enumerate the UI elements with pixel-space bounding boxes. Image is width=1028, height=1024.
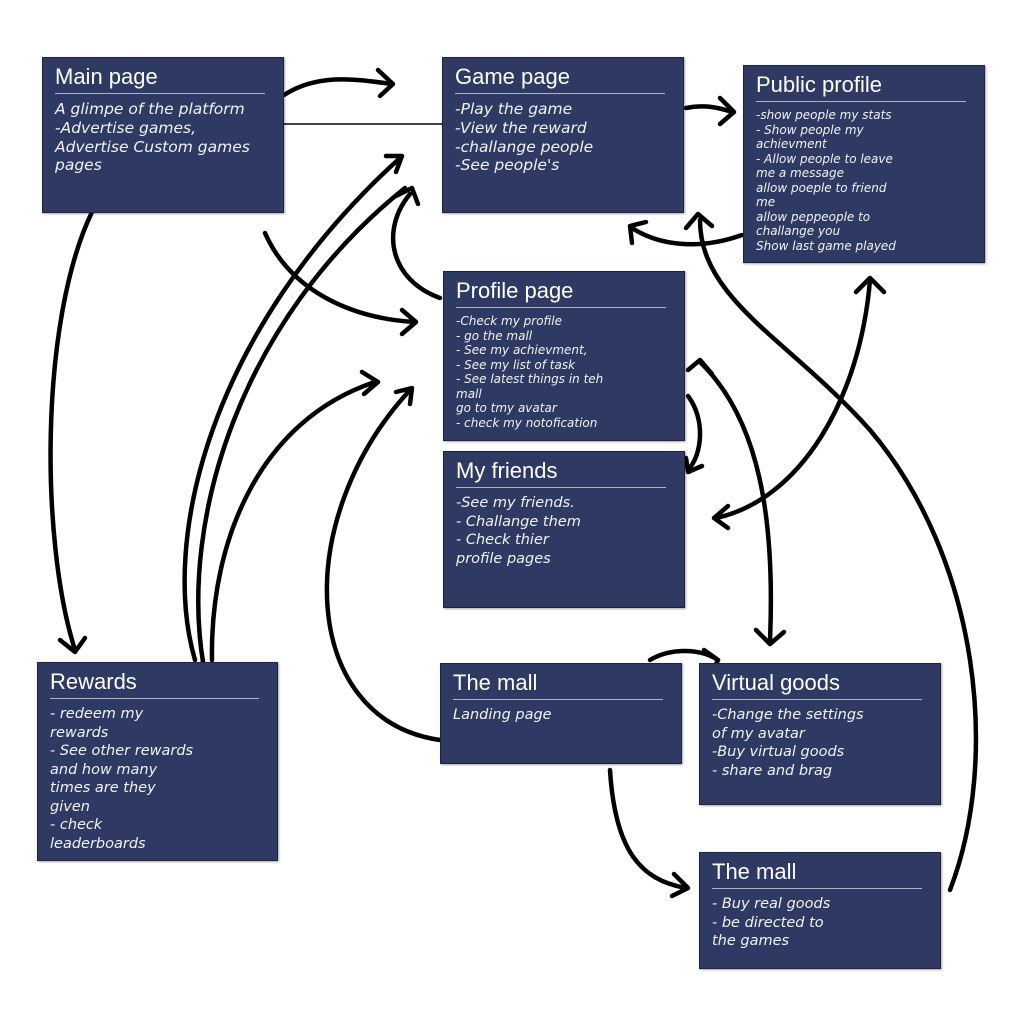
virtual-goods-line: - share and brag [712,762,833,779]
arrowhead [359,369,381,397]
virtual-goods-line: -Change the settings [712,707,864,723]
profile-page-line: -Check my profile [456,314,563,328]
profile-page-title: Profile page [456,278,666,308]
my-friends-box: My friends -See my friends. - Challange … [443,451,685,608]
rewards-line: and how many [50,761,158,778]
arrowhead [57,635,88,655]
arrowhead [383,153,405,175]
public-profile-line: - Show people my [756,122,864,137]
arrow-mall-to-profile [324,387,443,743]
public-profile-line: me [756,195,776,209]
main-page-line: A glimpe of the platform [55,100,245,118]
rewards-line: times are they [50,780,156,796]
mall-real-goods-title: The mall [712,859,922,889]
public-profile-line: Show last game played [756,238,896,253]
arrow-profile-to-friends [685,393,703,473]
rewards-title: Rewards [50,669,259,699]
game-page-title: Game page [455,64,665,94]
my-friends-line: - Check thier [456,532,549,548]
arrow-main-to-profile [262,230,417,325]
mall-real-goods-line: - Buy real goods [712,896,831,912]
arrowhead [685,357,715,377]
virtual-goods-line: of my avatar [712,725,805,742]
rewards-line: - redeem my [50,706,144,722]
mall-landing-title: The mall [453,670,663,700]
arrow-game-to-public [683,104,735,115]
mall-real-goods-box: The mall - Buy real goods - be directed … [699,852,941,969]
arrowhead [393,385,415,407]
game-page-line: -View the reward [455,118,587,137]
my-friends-line: - Challange them [456,513,581,530]
main-page-box: Main page A glimpe of the platform -Adve… [42,57,284,213]
arrow-rewards-to-game [182,155,403,663]
arrow-mall-to-real [607,767,689,891]
arrow-real-to-game [697,217,979,893]
virtual-goods-line: -Buy virtual goods [712,744,845,760]
rewards-line: given [50,798,90,815]
profile-page-box: Profile page -Check my profile - go the … [443,271,685,441]
arrow-main-to-rewards [48,209,95,653]
arrowhead [717,95,737,127]
arrow-profile-to-game [390,191,443,301]
public-profile-line: achievment [756,137,827,151]
main-page-line: pages [55,156,102,175]
arrowhead [711,503,731,531]
my-friends-line: -See my friends. [456,495,575,511]
main-page-title: Main page [55,64,265,94]
arrow-rewards-to-profile [209,379,378,663]
public-profile-line: allow poeple to friend [756,180,887,195]
rewards-box: Rewards - redeem my rewards - See other … [37,662,278,861]
game-page-line: -See people's [455,156,560,175]
arrow-profile-to-virtual [697,359,774,643]
arrowhead [683,211,715,231]
rewards-line: - See other rewards [50,743,194,759]
arrowhead [853,275,887,295]
game-page-box: Game page -Play the game -View the rewar… [442,57,684,213]
virtual-goods-box: Virtual goods -Change the settings of my… [699,663,941,805]
virtual-goods-title: Virtual goods [712,670,922,700]
mall-real-goods-line: - be directed to [712,914,824,931]
arrow-main-to-game [281,77,395,98]
profile-page-line: - See my achievment, [456,343,588,357]
arrow-public-to-game [629,225,745,247]
rewards-line: - check [50,817,103,833]
public-profile-line: me a message [756,166,844,180]
arrow-public-to-friends [713,277,873,521]
rewards-line: leaderboards [50,835,146,852]
profile-page-line: - See latest things in teh [456,372,604,386]
public-profile-line: allow peppeople to [756,209,871,224]
public-profile-line: challange you [756,224,841,238]
profile-page-line: go to tmy avatar [456,401,557,415]
mall-real-goods-line: the games [712,933,790,949]
arrowhead [669,871,691,899]
arrowhead [753,627,787,647]
my-friends-title: My friends [456,458,666,488]
arrowhead [375,67,396,99]
arrow-rewards-to-game-2 [196,185,408,665]
arrowhead [627,219,649,246]
mall-landing-line: Landing page [453,707,552,723]
mall-landing-box: The mall Landing page [440,663,682,764]
public-profile-line: -show people my stats [756,108,892,122]
rewards-line: rewards [50,724,109,741]
profile-page-line: - See my list of task [456,357,576,372]
profile-page-line: - check my notofication [456,415,598,430]
game-page-line: -challange people [455,137,594,156]
public-profile-line: - Allow people to leave [756,151,893,166]
game-page-line: -Play the game [455,100,573,118]
my-friends-line: profile pages [456,550,551,567]
arrowhead [683,455,705,475]
arrowhead [399,307,419,337]
public-profile-title: Public profile [756,72,966,102]
main-page-line: Advertise Custom games [55,137,250,156]
main-page-line: -Advertise games, [55,118,197,137]
profile-page-line: mall [456,386,482,401]
profile-page-line: - go the mall [456,328,533,343]
public-profile-box: Public profile -show people my stats - S… [743,65,985,263]
